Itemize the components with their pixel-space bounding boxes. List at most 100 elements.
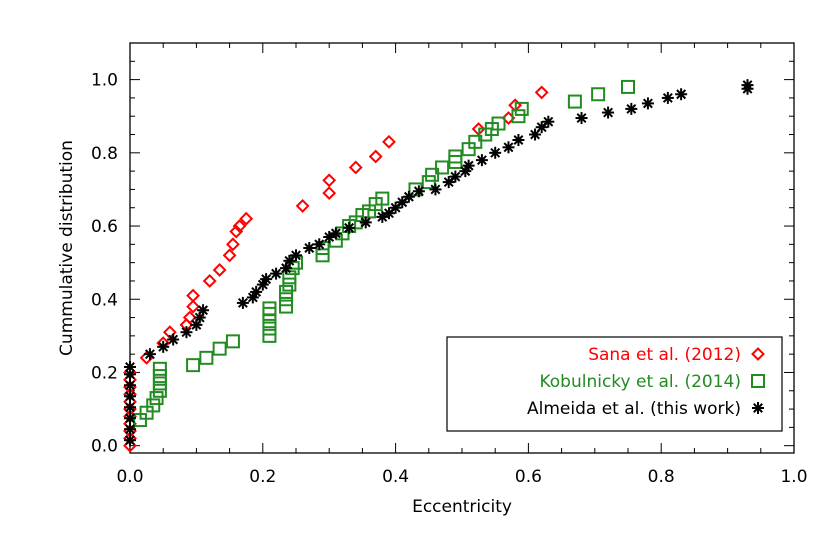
data-point-asterisk xyxy=(197,304,210,317)
data-point-asterisk xyxy=(602,106,615,119)
data-point-asterisk xyxy=(475,154,488,167)
y-axis-title: Cummulative distribution xyxy=(57,140,77,356)
data-point-square xyxy=(262,301,277,316)
data-point-diamond xyxy=(368,149,383,164)
legend-markers xyxy=(751,347,765,414)
data-point-asterisk xyxy=(442,176,455,189)
data-point-diamond xyxy=(186,288,200,303)
data-point-square xyxy=(435,160,450,175)
data-point-asterisk xyxy=(303,242,316,254)
data-point-asterisk xyxy=(412,185,425,198)
data-point-asterisk xyxy=(741,79,754,92)
legend-box xyxy=(446,336,783,432)
data-point-asterisk xyxy=(502,141,515,154)
data-point-asterisk xyxy=(641,97,654,110)
data-point-asterisk xyxy=(429,183,442,196)
data-point-asterisk xyxy=(535,121,548,134)
legend-label-almeida: Almeida et al. (this work) xyxy=(527,399,741,419)
data-point-square xyxy=(225,334,240,349)
data-point-asterisk xyxy=(143,348,156,361)
data-point-diamond xyxy=(322,173,337,188)
data-point-legend-square xyxy=(751,374,765,388)
data-point-asterisk xyxy=(124,379,136,392)
y-tick-label: 0.8 xyxy=(91,144,118,164)
x-tick-label: 0.8 xyxy=(648,467,675,487)
data-point-square xyxy=(152,376,167,391)
data-point-square xyxy=(152,361,167,376)
y-tick-label: 0.6 xyxy=(91,217,118,237)
data-point-asterisk xyxy=(661,91,674,104)
data-point-asterisk xyxy=(329,227,342,240)
data-point-asterisk xyxy=(283,254,296,267)
data-point-asterisk xyxy=(157,340,170,353)
data-point-asterisk xyxy=(260,273,273,286)
data-point-square xyxy=(279,299,294,314)
legend: Sana et al. (2012) Kobulnicky et al. (20… xyxy=(446,336,783,432)
data-points xyxy=(123,79,754,453)
data-point-asterisk xyxy=(124,434,136,447)
data-point-diamond xyxy=(226,237,240,252)
data-point-asterisk xyxy=(124,360,136,373)
data-point-square xyxy=(279,292,294,307)
data-point-square xyxy=(282,277,297,292)
data-point-square xyxy=(152,369,167,384)
data-point-asterisk xyxy=(675,88,688,101)
data-point-asterisk xyxy=(402,190,415,203)
data-point-diamond xyxy=(212,263,227,277)
x-tick-label: 0.6 xyxy=(515,467,542,487)
series-2 xyxy=(124,79,754,447)
data-point-asterisk xyxy=(124,390,136,403)
data-point-square xyxy=(279,284,294,299)
data-point-asterisk xyxy=(124,401,136,414)
data-point-asterisk xyxy=(542,115,555,128)
data-point-square xyxy=(514,101,529,116)
y-tick-label: 0.2 xyxy=(91,363,118,383)
data-point-square xyxy=(149,391,164,406)
data-point-square xyxy=(468,134,483,149)
data-point-asterisk xyxy=(124,368,136,381)
data-point-square xyxy=(567,94,582,109)
data-point-asterisk xyxy=(290,249,302,262)
data-point-square xyxy=(375,191,390,206)
data-point-square xyxy=(511,109,526,124)
data-point-square xyxy=(199,350,214,365)
data-point-diamond xyxy=(232,219,247,233)
legend-label-kobulnicky: Kobulnicky et al. (2014) xyxy=(539,372,741,392)
data-point-asterisk xyxy=(575,112,588,125)
data-point-square xyxy=(421,175,436,190)
data-point-square xyxy=(425,167,440,182)
data-point-square xyxy=(212,341,227,356)
data-point-asterisk xyxy=(359,216,372,229)
data-point-asterisk xyxy=(180,326,193,339)
data-point-square xyxy=(152,383,167,398)
data-point-asterisk xyxy=(124,412,136,425)
data-point-asterisk xyxy=(512,134,525,147)
data-point-asterisk xyxy=(625,102,638,115)
x-tick-label: 0.2 xyxy=(249,467,276,487)
data-point-diamond xyxy=(534,85,549,100)
data-point-square xyxy=(491,116,506,131)
x-tick-label: 0.4 xyxy=(382,467,409,487)
data-point-square xyxy=(621,79,635,94)
data-point-asterisk xyxy=(270,267,283,280)
data-point-square xyxy=(315,248,330,263)
axis-ticks xyxy=(129,42,795,453)
data-point-diamond xyxy=(382,134,396,149)
data-point-asterisk xyxy=(236,296,249,309)
x-axis-title: Eccentricity xyxy=(412,497,512,517)
data-point-diamond xyxy=(186,299,200,314)
data-point-asterisk xyxy=(449,170,462,183)
data-point-legend-asterisk xyxy=(752,402,764,414)
data-point-square xyxy=(591,87,606,102)
x-tick-label: 1.0 xyxy=(780,467,807,487)
data-point-diamond xyxy=(239,211,254,226)
data-point-diamond xyxy=(229,224,244,239)
data-point-diamond xyxy=(162,325,177,340)
data-point-diamond xyxy=(222,248,237,263)
data-point-diamond xyxy=(348,160,363,175)
data-point-square xyxy=(262,314,277,329)
data-point-diamond xyxy=(202,274,217,288)
data-point-square xyxy=(186,358,201,373)
